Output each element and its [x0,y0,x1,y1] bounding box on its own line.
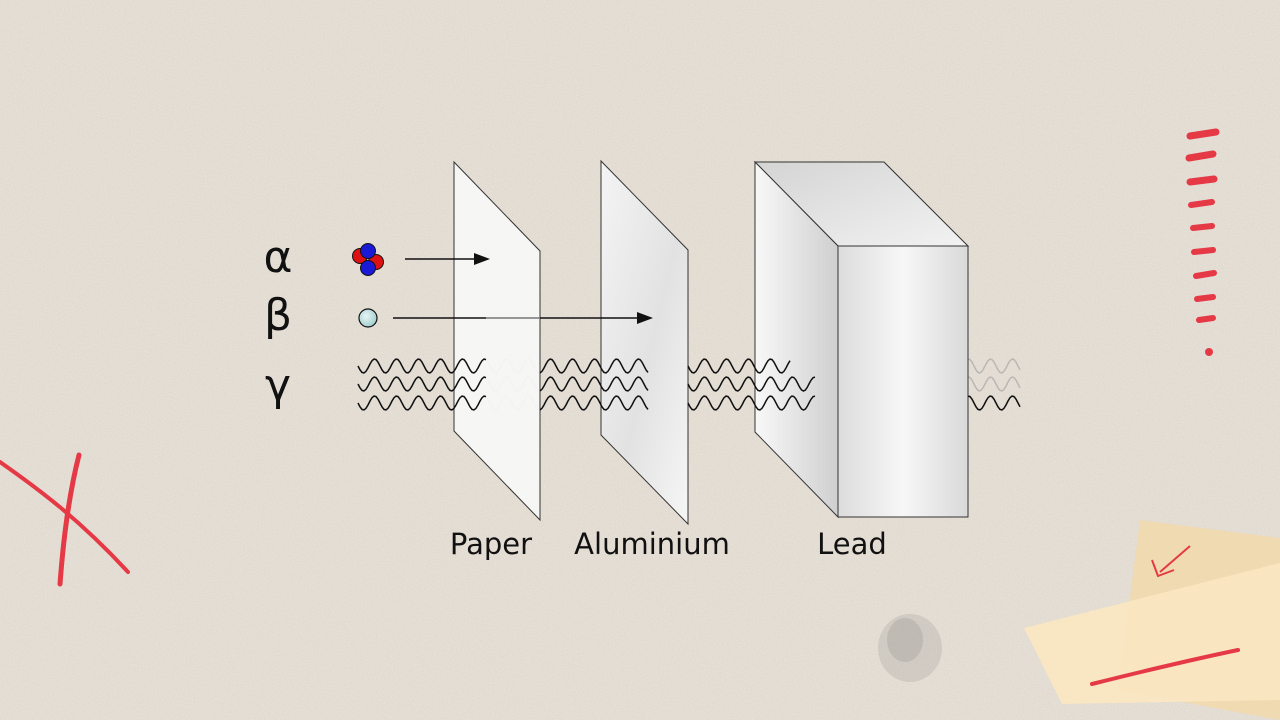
ink-smudge-decoration [878,614,942,682]
gamma-wave-line [687,395,791,411]
gamma-symbol: γ [265,360,291,411]
gamma-wave-line [539,376,649,392]
gamma-wave-line [789,376,816,392]
alpha-symbol: α [263,232,292,283]
lead-block-front [837,245,969,518]
gamma-wave-transmitted [967,395,1021,411]
red-exclamation-decoration [1185,128,1220,356]
gamma-wave-line [789,395,816,411]
beta-symbol: β [264,290,292,341]
lead-label: Lead [817,527,887,561]
paper-label: Paper [450,527,532,561]
beta-arrow [393,312,653,324]
gamma-wave-line [539,358,649,374]
paper-sheet [453,160,541,522]
red-x-mark-decoration [0,452,130,587]
aluminium-sheet [600,159,689,526]
tape-note-decoration [1024,520,1280,720]
alpha-arrow [405,253,490,265]
gamma-wave-line [357,358,487,374]
gamma-wave-line [357,376,487,392]
gamma-waves [357,358,1021,411]
gamma-wave-line [687,358,791,374]
alpha-particle-icon [352,243,384,276]
aluminium-label: Aluminium [574,527,730,561]
gamma-wave-line [687,376,791,392]
lead-block [753,160,970,519]
gamma-wave-line [539,395,649,411]
gamma-wave-line [357,395,487,411]
beta-particle-icon [358,308,378,328]
